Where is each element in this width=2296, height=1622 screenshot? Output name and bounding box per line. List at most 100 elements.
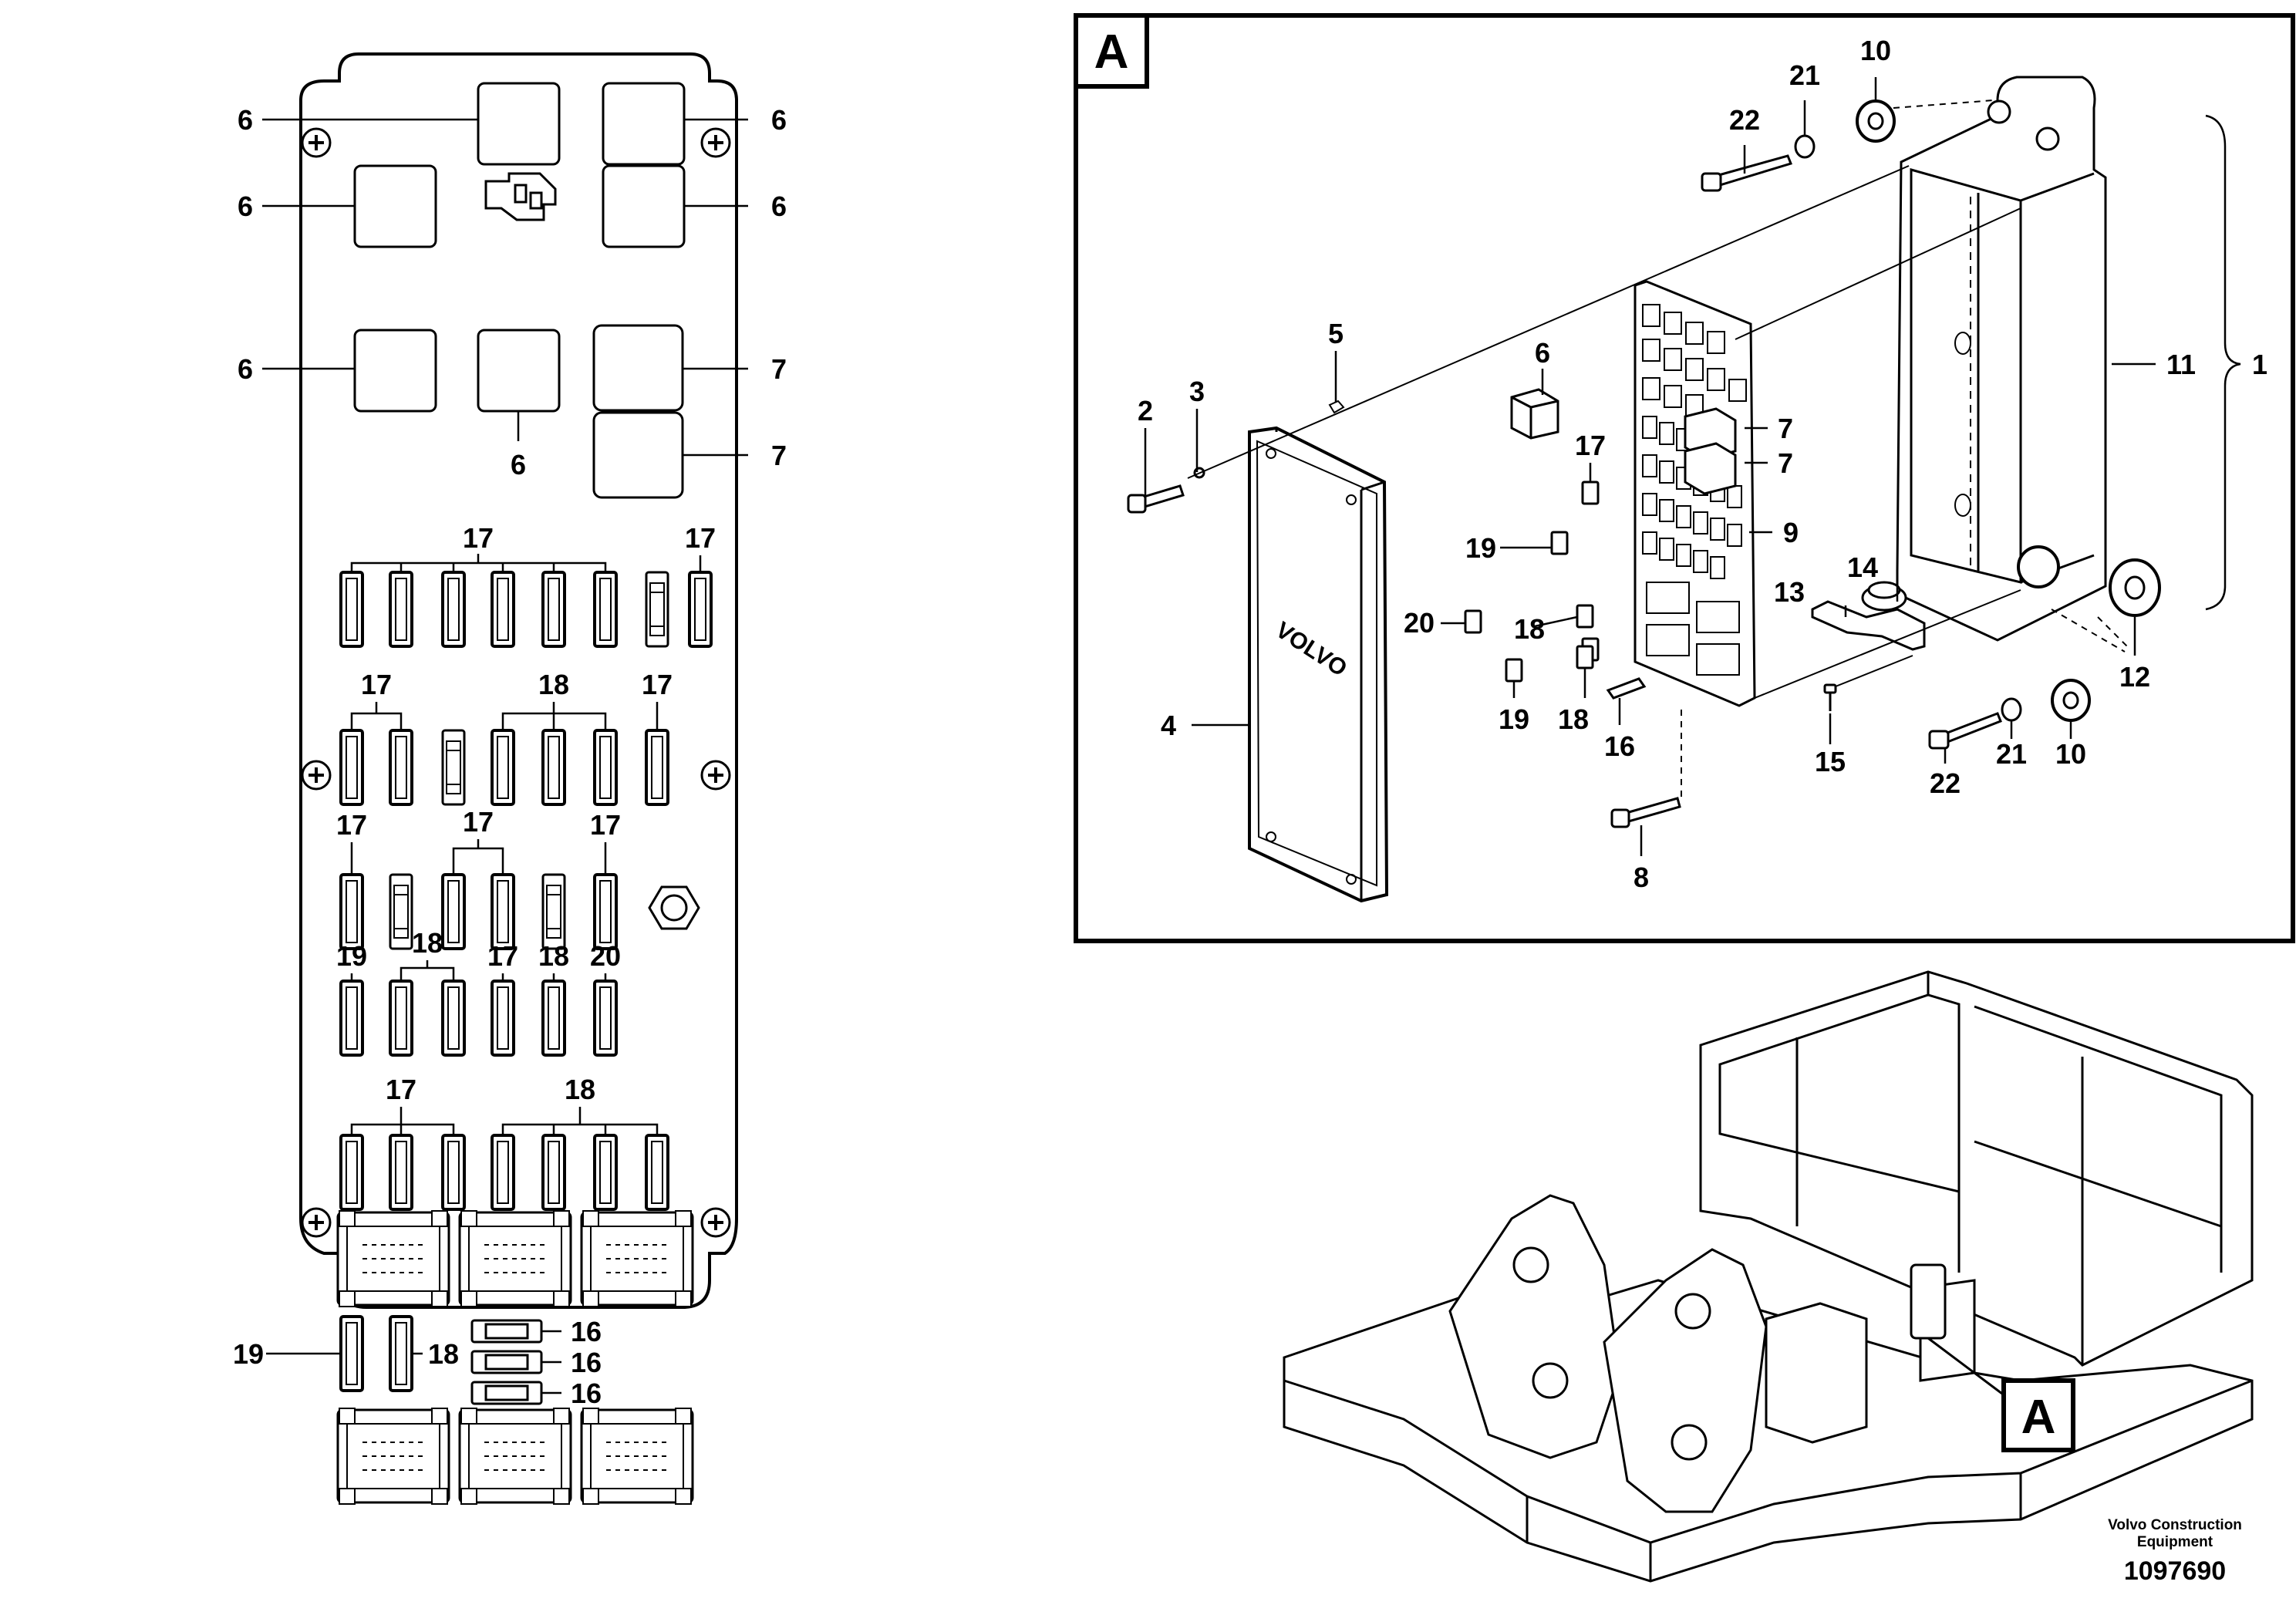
connector <box>458 1209 572 1308</box>
callout-20: 20 <box>1404 607 1435 639</box>
callout-13: 13 <box>1774 576 1805 608</box>
callout-17: 17 <box>685 522 716 554</box>
callout-21: 21 <box>1789 59 1820 91</box>
fuse <box>1505 658 1523 683</box>
relay <box>1684 407 1737 495</box>
callout-19: 19 <box>1499 703 1529 735</box>
footer: Volvo Construction Equipment 1097690 <box>2108 1517 2242 1586</box>
callout-19: 19 <box>336 940 367 972</box>
fuse <box>1464 609 1482 634</box>
callout-17: 17 <box>361 669 392 700</box>
relay <box>1510 388 1559 440</box>
callout-6: 6 <box>771 104 787 136</box>
callout-19: 19 <box>233 1338 264 1370</box>
relay <box>353 164 437 248</box>
boom-mount <box>1603 1248 1768 1513</box>
callout-6: 6 <box>771 191 787 222</box>
callout-16: 16 <box>1604 730 1635 762</box>
callout-11: 11 <box>2166 349 2196 380</box>
connector <box>458 1407 572 1506</box>
bolt <box>1701 154 1792 192</box>
relay-large <box>592 411 684 499</box>
callout-17: 17 <box>386 1074 416 1105</box>
connector <box>336 1407 450 1506</box>
hex-nut <box>648 885 700 930</box>
callout-17: 17 <box>463 522 494 554</box>
publisher-line-1: Volvo Construction <box>2108 1517 2242 1533</box>
callout-1: 1 <box>2252 349 2267 380</box>
callout-17: 17 <box>463 806 494 838</box>
blade-fuses <box>470 1319 543 1405</box>
machine-frame-locator: A <box>1283 970 2254 1583</box>
callout-7: 7 <box>771 353 787 385</box>
relay <box>602 82 686 166</box>
callout-17: 17 <box>336 809 367 841</box>
callout-17: 17 <box>487 940 518 972</box>
fuse-relay-box-layout: 6 6 6 6 6 6 7 7 17 17 17 18 17 17 17 17 … <box>233 52 787 1506</box>
callout-10: 10 <box>1860 35 1891 66</box>
callout-7: 7 <box>1778 447 1793 479</box>
callout-7: 7 <box>1778 413 1793 444</box>
screw <box>1823 683 1837 711</box>
view-label: A <box>1094 25 1129 79</box>
callout-21: 21 <box>1996 738 2027 770</box>
callout-6: 6 <box>238 104 253 136</box>
screw-icon <box>700 127 731 158</box>
bolt <box>1610 797 1681 828</box>
detail-frame <box>1074 13 2295 943</box>
callout-15: 15 <box>1815 746 1846 777</box>
blade-fuse <box>1606 677 1647 700</box>
fuse <box>1576 645 1594 669</box>
callout-10: 10 <box>2055 738 2086 770</box>
washer <box>1794 134 1816 159</box>
electric-box <box>1765 1302 1868 1444</box>
cover: VOLVO <box>1248 426 1389 903</box>
relay <box>477 82 561 166</box>
callout-6: 6 <box>511 449 526 481</box>
callout-4: 4 <box>1161 710 1176 741</box>
callout-17: 17 <box>642 669 673 700</box>
callout-18: 18 <box>538 669 569 700</box>
callout-19: 19 <box>1465 532 1496 564</box>
fuse <box>1581 481 1600 505</box>
relay <box>602 164 686 248</box>
fuse <box>1550 531 1569 555</box>
fuse <box>1576 604 1594 629</box>
screw <box>1127 484 1185 514</box>
callout-6: 6 <box>1535 337 1550 369</box>
callout-18: 18 <box>428 1338 459 1370</box>
publisher-line-2: Equipment <box>2137 1534 2213 1550</box>
screw-icon <box>301 127 332 158</box>
screw-icon <box>700 1207 731 1238</box>
callout-16: 16 <box>571 1347 602 1378</box>
relay-socket <box>484 172 557 221</box>
callout-18: 18 <box>412 927 443 959</box>
callout-22: 22 <box>1930 767 1961 799</box>
callout-8: 8 <box>1633 862 1649 893</box>
screw-icon <box>301 1207 332 1238</box>
callout-18: 18 <box>1514 613 1545 645</box>
callout-7: 7 <box>771 440 787 471</box>
callout-17: 17 <box>1575 430 1606 461</box>
callout-16: 16 <box>571 1316 602 1347</box>
bolt <box>1928 712 2002 750</box>
callout-18: 18 <box>538 940 569 972</box>
callout-22: 22 <box>1729 104 1760 136</box>
view-label-box <box>1074 13 1149 89</box>
connector <box>336 1209 450 1308</box>
callout-12: 12 <box>2119 661 2150 693</box>
grommet <box>2109 558 2161 617</box>
callout-6: 6 <box>238 353 253 385</box>
callout-14: 14 <box>1847 551 1878 583</box>
fuse-box-location <box>1910 1263 1947 1340</box>
connector <box>580 1407 694 1506</box>
callout-17: 17 <box>590 809 621 841</box>
callout-16: 16 <box>571 1378 602 1409</box>
callout-5: 5 <box>1328 318 1344 349</box>
screw-icon <box>700 760 731 791</box>
callout-18: 18 <box>1558 703 1589 735</box>
detail-view-a: A <box>1074 13 2295 943</box>
callout-9: 9 <box>1783 517 1799 548</box>
grommet <box>2051 679 2091 722</box>
